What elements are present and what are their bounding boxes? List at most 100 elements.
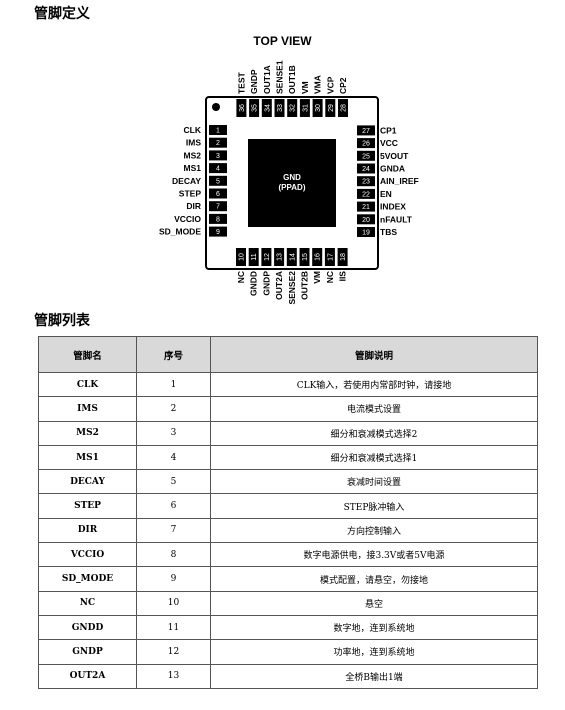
pin-label: MS2 <box>184 150 202 160</box>
pin-label: 5VOUT <box>380 151 409 161</box>
pin-label: OUT2B <box>300 271 310 300</box>
pin-pad <box>209 163 227 174</box>
pin-label: CP1 <box>380 125 397 135</box>
pin-name-cell: NC <box>38 590 137 616</box>
pin-pad <box>357 163 375 174</box>
pin-label: DECAY <box>172 176 201 186</box>
pin-name-cell: STEP <box>38 493 137 519</box>
pin-name-cell: CLK <box>38 371 137 398</box>
pin-number: 5 <box>216 178 220 185</box>
pin-pad <box>209 175 227 186</box>
ground-pad-label: GND <box>283 173 301 182</box>
pin-number-cell: 8 <box>136 542 211 568</box>
pin-pad <box>209 201 227 212</box>
pin-number: 18 <box>340 253 347 261</box>
pin-label: DIR <box>186 201 201 211</box>
pin-pad <box>357 125 375 136</box>
pin-description-cell: STEP脉冲输入 <box>210 493 538 519</box>
pin-label: EN <box>380 189 392 199</box>
ground-pad-sublabel: (PPAD) <box>279 183 306 192</box>
pin-pad <box>209 125 227 135</box>
pin-number: 10 <box>239 253 246 261</box>
pin-number: 31 <box>302 104 309 112</box>
diagram-title: TOP VIEW <box>253 34 312 48</box>
pin-number-cell: 1 <box>136 371 211 398</box>
pin-pad <box>209 137 227 148</box>
pin-description-cell: 数字地，连到系统地 <box>210 614 538 641</box>
pin-description-cell: 悬空 <box>210 590 538 616</box>
pin-label: MS1 <box>184 163 202 173</box>
pin-label: GNDP <box>249 69 259 94</box>
pin-description-cell: 电流模式设置 <box>210 396 538 422</box>
pin-label: VM <box>300 81 310 94</box>
pin-label: OUT2A <box>274 271 284 300</box>
pin-number: 1 <box>216 128 220 135</box>
table-header-cell: 序号 <box>136 336 211 373</box>
pin-label: SD_MODE <box>159 227 201 237</box>
pin-number: 3 <box>216 153 220 160</box>
pin-pad <box>312 248 323 266</box>
pin-number-cell: 11 <box>136 614 211 641</box>
pin-pad <box>248 248 259 266</box>
pin-description-cell: CLK输入，若使用内常部时钟，请接地 <box>210 371 538 398</box>
pin-number: 2 <box>216 140 220 147</box>
pin-pad <box>249 99 260 117</box>
pin-label: SENSE2 <box>287 271 297 305</box>
pin-pad <box>357 150 375 161</box>
pin-number: 25 <box>362 153 370 160</box>
pin-number: 26 <box>362 141 370 148</box>
pin-label: SENSE1 <box>275 60 285 94</box>
pin-number: 27 <box>362 128 370 135</box>
pin-pad <box>274 99 285 117</box>
pinout-diagram: GND (PPAD) 1CLK2IMS3MS24MS15DECAY6STEP7D… <box>159 60 419 305</box>
pin-name-cell: DECAY <box>38 469 137 495</box>
pin-pad <box>299 99 310 117</box>
pin-pad <box>236 99 247 117</box>
pin-label: IMS <box>186 138 201 148</box>
pin-pad <box>357 227 375 237</box>
pin-label: TEST <box>236 71 246 94</box>
pin-name-cell: GNDP <box>38 639 137 665</box>
pin-description-cell: 衰减时间设置 <box>210 469 538 495</box>
pin-number-cell: 12 <box>136 639 211 665</box>
pin-description-cell: 数字电源供电，接3.3V或者5V电源 <box>210 542 538 568</box>
pin-pad <box>357 138 375 149</box>
pin-number: 14 <box>289 253 296 261</box>
pin-label: NC <box>236 271 246 283</box>
pin-pad <box>209 188 227 199</box>
pin-name-cell: VCCIO <box>38 542 137 568</box>
pin-name-cell: IMS <box>38 396 137 422</box>
pin-name-cell: OUT2A <box>38 663 137 689</box>
pin-number: 15 <box>302 253 309 261</box>
pin-label: OUT1A <box>262 65 272 94</box>
pin-pad <box>209 150 227 161</box>
pin-number: 8 <box>216 216 220 223</box>
pin-number: 12 <box>264 253 271 261</box>
pin-label: TBS <box>380 227 397 237</box>
pin-description-cell: 全桥B输出1端 <box>210 663 538 689</box>
pin-name-cell: MS2 <box>38 420 137 446</box>
pin-label: GNDA <box>380 164 405 174</box>
pin-label: IIS <box>338 271 348 282</box>
pin-pad <box>287 99 298 117</box>
pin-number: 32 <box>290 104 297 112</box>
pin-number-cell: 13 <box>136 663 211 689</box>
pin-pad <box>357 176 375 187</box>
pin-description-cell: 功率地，连到系统地 <box>210 639 538 665</box>
pin-number: 34 <box>264 104 271 112</box>
pin-number: 9 <box>216 229 220 236</box>
pin-number-cell: 6 <box>136 493 211 519</box>
pin-number: 22 <box>362 191 370 198</box>
pin-number: 13 <box>277 253 284 261</box>
pin-number-cell: 2 <box>136 396 211 422</box>
pin-label: OUT1B <box>287 65 297 94</box>
pin-number: 20 <box>362 217 370 224</box>
pin-number: 17 <box>327 253 334 261</box>
pin-label: INDEX <box>380 202 406 212</box>
